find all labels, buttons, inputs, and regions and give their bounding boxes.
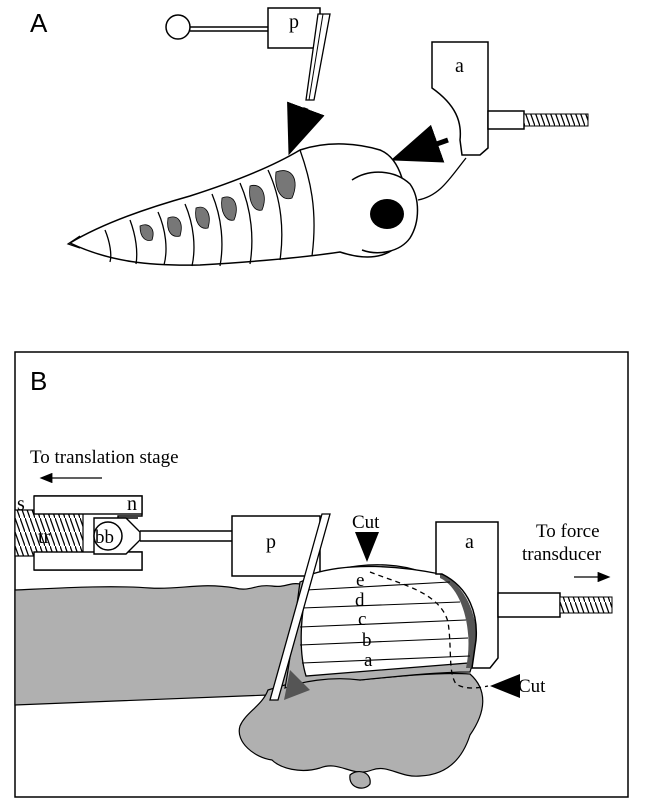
panel-a-letter: A — [30, 8, 48, 38]
anchor-label-b: a — [465, 531, 474, 553]
thread-label-tr: tr — [38, 526, 51, 548]
cut-label-right: Cut — [518, 676, 546, 697]
leg-stub — [350, 772, 370, 789]
anchor-a: a — [432, 42, 588, 155]
pin-arrow-a — [292, 108, 306, 146]
translation-stage-label: To translation stage — [30, 447, 179, 468]
pin-label-a: p — [289, 11, 299, 33]
tether-line — [418, 158, 466, 200]
body-tissue-left — [15, 584, 300, 705]
cut-label-top: Cut — [352, 512, 380, 533]
pin-holder-a: p — [166, 8, 330, 100]
muscle-label-d: d — [355, 590, 365, 611]
anchor-rod — [488, 111, 524, 129]
insect-body — [68, 144, 418, 266]
muscle-label-a: a — [364, 650, 373, 671]
anchor-thread — [524, 114, 588, 126]
nut-label-n: n — [127, 493, 137, 515]
muscle-label-c: c — [358, 609, 366, 630]
panel-b-letter: B — [30, 366, 47, 396]
screw-label-s: s — [17, 493, 25, 515]
eye — [370, 199, 404, 229]
bearing-label-bb: bb — [95, 527, 114, 548]
transducer-rod — [498, 593, 560, 617]
panel-a: A p a — [30, 8, 588, 266]
pin-label-b: p — [266, 531, 276, 553]
transducer-thread — [560, 597, 612, 613]
force-label-line2: transducer — [522, 544, 602, 565]
panel-b: B To translation stage s n tr bb p — [15, 352, 628, 797]
ball-knob — [166, 15, 190, 39]
force-label-line1: To force — [536, 521, 600, 542]
anchor-label-a: a — [455, 55, 464, 77]
muscle-label-e: e — [356, 570, 364, 591]
anchor-arrow-a — [400, 140, 448, 157]
muscle-label-b: b — [362, 630, 372, 651]
